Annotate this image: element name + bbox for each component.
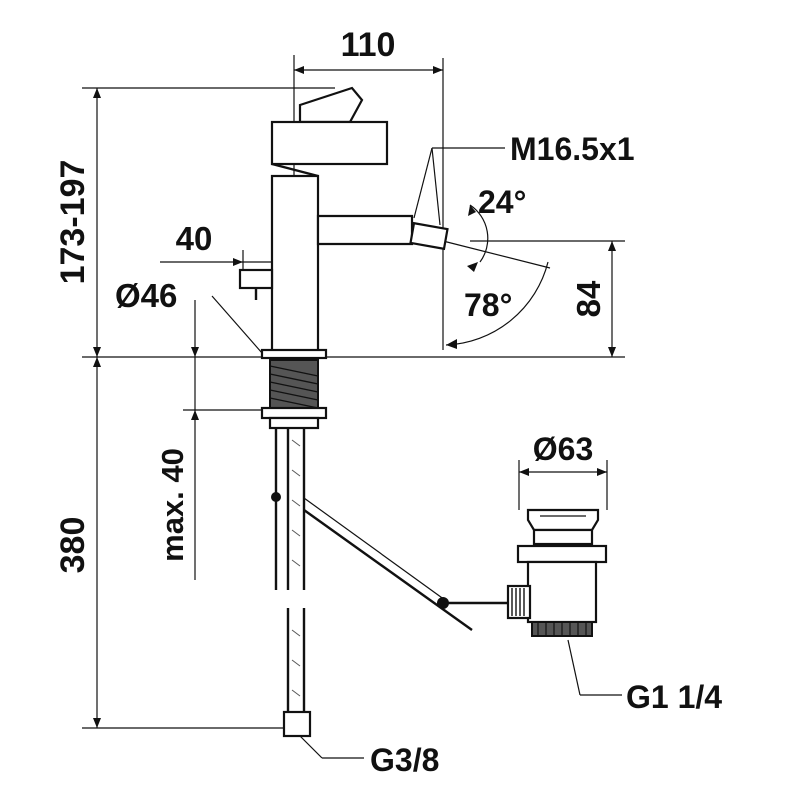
- dim-hose-length-label: 380: [54, 517, 92, 574]
- waste-valve: [506, 508, 608, 637]
- dim-supply-thread-label: G3/8: [370, 742, 439, 778]
- dim-spout-height-label: 84: [570, 280, 607, 317]
- dim-g114: G1 1/4: [567, 639, 722, 715]
- dim-173-197: 173-197: [54, 87, 335, 357]
- dim-spout-reach-label: 110: [341, 26, 396, 64]
- dim-lever-offset-label: 40: [176, 220, 213, 257]
- dim-swivel-angle-label: 24°: [478, 184, 526, 220]
- dim-max-40: max. 40: [155, 300, 268, 580]
- popup-knob: [238, 268, 274, 290]
- dim-84: 84: [470, 240, 625, 357]
- dim-g38: G3/8: [299, 735, 439, 778]
- hose-connector: [282, 710, 312, 738]
- threaded-shank: [260, 359, 328, 430]
- dim-380: 380: [54, 357, 292, 729]
- dim-deck-thickness-label: max. 40: [155, 448, 190, 562]
- dim-110: 110: [293, 26, 444, 200]
- dim-waste-diameter-label: Ø63: [533, 431, 593, 467]
- faucet-column: [270, 174, 320, 354]
- dim-63: Ø63: [518, 431, 608, 510]
- lever-handle: [298, 86, 364, 124]
- dim-tilt-angle-label: 78°: [464, 287, 512, 323]
- dim-m16: M16.5x1: [413, 131, 635, 226]
- spout: [316, 214, 414, 246]
- dim-angles: 24° 78°: [442, 150, 551, 350]
- dim-40: 40: [160, 220, 318, 280]
- dim-aerator-thread-label: M16.5x1: [510, 131, 635, 167]
- base-flange: [260, 348, 328, 360]
- cartridge-head: [270, 120, 389, 166]
- lock-nut: [260, 406, 328, 420]
- waste-plug-head: [526, 508, 600, 532]
- supply-hose: [271, 428, 312, 738]
- dim-waste-thread-label: G1 1/4: [626, 679, 722, 715]
- faucet-body: [238, 86, 449, 360]
- aerator: [409, 221, 449, 251]
- dim-46: Ø46: [115, 277, 263, 354]
- dim-total-height-label: 173-197: [54, 160, 92, 285]
- linkage-rod: [303, 497, 508, 631]
- dim-base-diameter-label: Ø46: [115, 277, 177, 314]
